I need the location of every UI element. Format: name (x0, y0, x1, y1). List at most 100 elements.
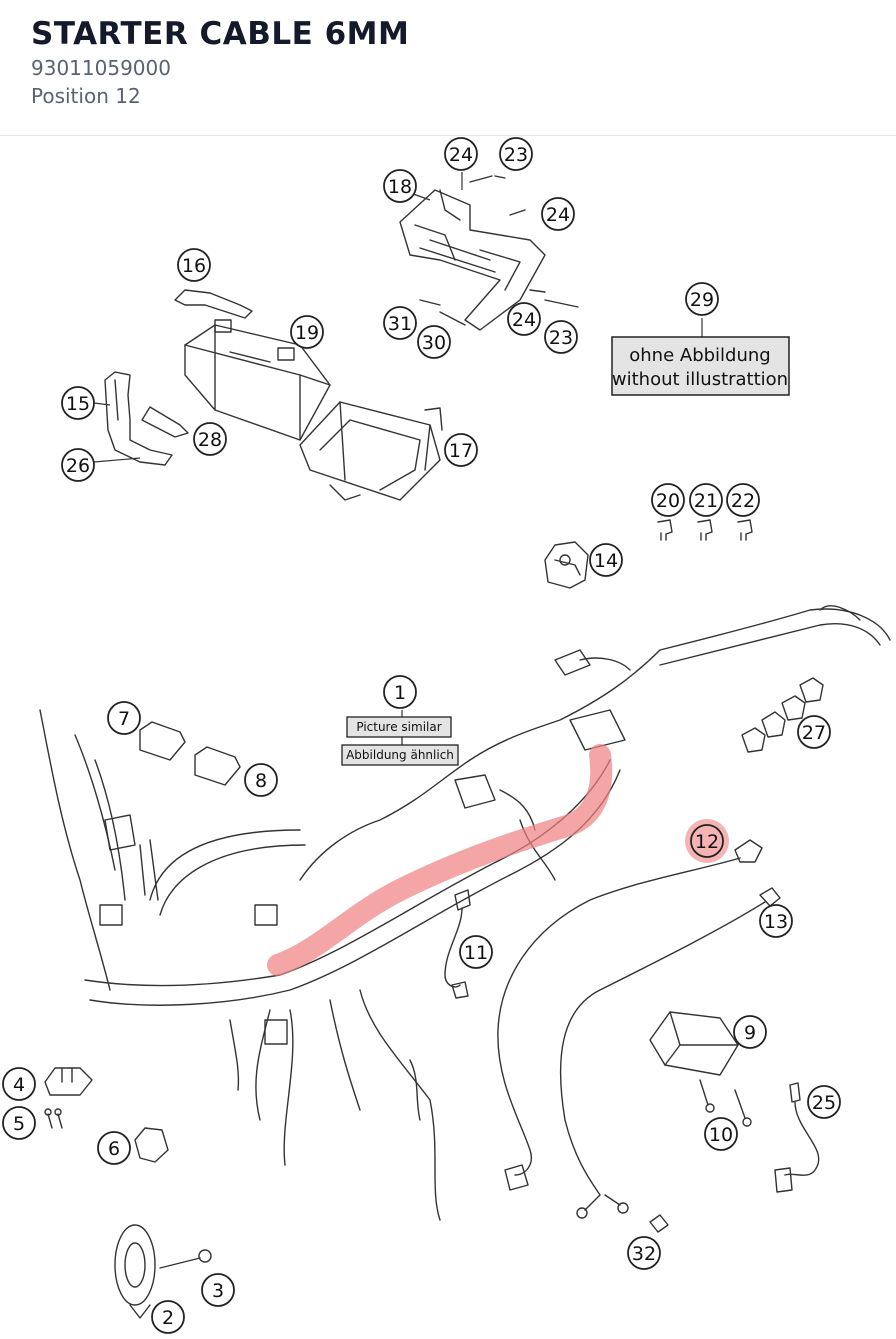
callout-19[interactable]: 19 (290, 315, 324, 349)
callout-circle (690, 824, 724, 858)
callout-15[interactable]: 15 (61, 386, 95, 420)
callout-circle (444, 433, 478, 467)
callout-circle (733, 1015, 767, 1049)
callout-16[interactable]: 16 (177, 248, 211, 282)
no-illustration-note-en: without illustrattion (612, 369, 788, 390)
callout-5[interactable]: 5 (2, 1106, 36, 1140)
sensor-cable-11-drawing (444, 889, 471, 999)
callout-label: 23 (504, 144, 528, 166)
callout-8[interactable]: 8 (244, 763, 278, 797)
callout-9[interactable]: 9 (733, 1015, 767, 1049)
callout-circle (2, 1067, 36, 1101)
callout-circle (499, 137, 533, 171)
callout-label: 29 (690, 289, 714, 311)
callout-20[interactable]: 20 (651, 483, 685, 517)
starter-cable-12-drawing (497, 839, 763, 1191)
callout-circle (244, 763, 278, 797)
callout-17[interactable]: 17 (444, 433, 478, 467)
callout-10[interactable]: 10 (704, 1117, 738, 1151)
callout-23[interactable]: 23 (499, 137, 533, 171)
callout-circle (704, 1117, 738, 1151)
sensor-25-drawing (774, 1082, 820, 1193)
callout-label: 8 (255, 770, 267, 792)
callout-13[interactable]: 13 (759, 904, 793, 938)
bracket-28-drawing (141, 406, 189, 438)
small-parts-drawing (44, 1067, 669, 1233)
callout-circle (627, 1236, 661, 1270)
horn-drawing (114, 1224, 212, 1319)
callout-label: 32 (632, 1243, 656, 1265)
callout-27[interactable]: 27 (797, 715, 831, 749)
part-position: Position 12 (31, 84, 141, 108)
callout-label: 1 (394, 682, 406, 704)
callout-label: 14 (594, 550, 618, 572)
picture-similar-note-de: Abbildung ähnlich (346, 748, 454, 762)
callout-24[interactable]: 24 (444, 137, 478, 171)
callout-label: 22 (731, 490, 755, 512)
callout-label: 25 (812, 1092, 836, 1114)
callout-22[interactable]: 22 (726, 483, 760, 517)
callout-circle (507, 302, 541, 336)
starter-cable-highlight (267, 744, 613, 976)
callout-23[interactable]: 23 (544, 320, 578, 354)
callout-circle (541, 197, 575, 231)
callout-circle (459, 935, 493, 969)
callout-label: 23 (549, 327, 573, 349)
callout-label: 11 (464, 942, 488, 964)
callout-2[interactable]: 2 (151, 1300, 185, 1334)
picture-similar-note-en: Picture similar (356, 720, 441, 734)
callout-21[interactable]: 21 (689, 483, 723, 517)
callout-1[interactable]: 1 (383, 675, 417, 709)
callout-14[interactable]: 14 (589, 543, 623, 577)
callout-circle (193, 422, 227, 456)
callout-24[interactable]: 24 (541, 197, 575, 231)
callout-24[interactable]: 24 (507, 302, 541, 336)
callout-circle (685, 282, 719, 316)
callout-31[interactable]: 31 (383, 306, 417, 340)
callout-label: 15 (66, 393, 90, 415)
callout-circle (61, 448, 95, 482)
callout-circle (97, 1131, 131, 1165)
callout-label: 5 (13, 1113, 25, 1135)
callout-4[interactable]: 4 (2, 1067, 36, 1101)
callout-circle (589, 543, 623, 577)
callout-circle (383, 306, 417, 340)
callout-circle (544, 320, 578, 354)
callout-circle (61, 386, 95, 420)
connectors-7-8-drawing (139, 721, 241, 786)
callout-label: 7 (118, 708, 130, 730)
callout-circle (177, 248, 211, 282)
callout-label: 20 (656, 490, 680, 512)
callout-circle (290, 315, 324, 349)
callout-3[interactable]: 3 (201, 1273, 235, 1307)
callout-28[interactable]: 28 (193, 422, 227, 456)
callout-label: 18 (388, 176, 412, 198)
callout-25[interactable]: 25 (807, 1085, 841, 1119)
callout-6[interactable]: 6 (97, 1131, 131, 1165)
callout-12[interactable]: 12 (685, 819, 729, 863)
callout-circle (201, 1273, 235, 1307)
fuses-drawing (657, 519, 753, 541)
bracket-15-drawing (104, 371, 173, 466)
callout-18[interactable]: 18 (383, 169, 417, 203)
main-wiring-harness-drawing (39, 605, 891, 1221)
part-number: 93011059000 (31, 56, 171, 80)
callout-circle (651, 483, 685, 517)
callout-32[interactable]: 32 (627, 1236, 661, 1270)
callout-circle (797, 715, 831, 749)
callout-label: 12 (695, 831, 719, 853)
callout-30[interactable]: 30 (417, 325, 451, 359)
callout-26[interactable]: 26 (61, 448, 95, 482)
connectors-27-drawing (741, 677, 824, 753)
callout-label: 19 (295, 322, 319, 344)
callout-circle (417, 325, 451, 359)
callout-label: 27 (802, 722, 826, 744)
callout-circle (151, 1300, 185, 1334)
callout-29[interactable]: 29 (685, 282, 719, 316)
callout-7[interactable]: 7 (107, 701, 141, 735)
callout-11[interactable]: 11 (459, 935, 493, 969)
callout-circle (759, 904, 793, 938)
ground-cable-13-drawing (559, 887, 781, 1219)
callout-circle (107, 701, 141, 735)
